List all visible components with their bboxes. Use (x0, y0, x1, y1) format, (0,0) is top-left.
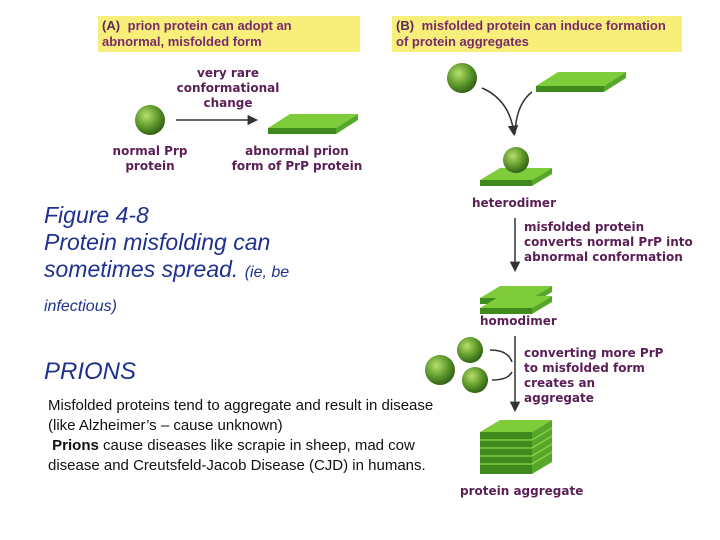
panel-a-header: (A) prion protein can adopt an abnormal,… (98, 16, 360, 52)
caption-line-3: sometimes spread. (44, 256, 239, 282)
prions-heading: PRIONS (44, 358, 137, 385)
homodimer-label: homodimer (480, 314, 557, 328)
caption-aside-1: (ie, be (244, 264, 290, 281)
caption-aside-2: infectious) (44, 298, 117, 315)
normal-prp-label: normal Prp protein (112, 144, 188, 173)
panel-b-sheet (536, 72, 626, 92)
aggregate-label: protein aggregate (460, 484, 584, 498)
conformational-change-label: very rare conformational change (176, 66, 280, 110)
aggregate-graphic (480, 420, 553, 474)
abnormal-prion-label: abnormal prion form of PrP protein (231, 144, 363, 173)
panel-b-title: misfolded protein can induce formation o… (396, 18, 666, 49)
prions-bold-word: Prions (52, 437, 99, 454)
prions-sentence-1: Misfolded proteins tend to aggregate and… (48, 397, 434, 434)
feed-arrow-1 (489, 349, 513, 363)
abnormal-prion-sheet (268, 114, 358, 134)
panel-a-tag: (A) (102, 18, 121, 33)
panel-a-title: prion protein can adopt an abnormal, mis… (102, 18, 292, 49)
caption-line-2: Protein misfolding can (44, 229, 271, 255)
panel-b-ball (447, 63, 477, 93)
normal-prp-ball (135, 105, 165, 135)
step1-label: misfolded protein converts normal PrP in… (524, 220, 693, 264)
converge-arrow-left (481, 87, 519, 137)
homodimer-graphic (480, 286, 552, 314)
caption-line-1: Figure 4-8 (44, 202, 149, 228)
heterodimer-label: heterodimer (472, 196, 556, 210)
panel-b-header: (B) misfolded protein can induce formati… (392, 16, 682, 52)
panel-b-tag: (B) (396, 18, 415, 33)
prions-paragraph: Misfolded proteins tend to aggregate and… (48, 396, 440, 476)
converge-arrow-right (514, 91, 533, 135)
heterodimer-graphic (480, 147, 552, 186)
caption-line-3-wrap: sometimes spread. (ie, be (44, 256, 424, 286)
figure-caption: Figure 4-8 Protein misfolding can someti… (44, 202, 424, 286)
step2-label: converting more PrP to misfolded form cr… (524, 346, 664, 405)
incoming-balls (425, 337, 488, 393)
prions-sentence-2: cause diseases like scrapie in sheep, ma… (48, 437, 426, 474)
feed-arrow-2 (491, 371, 513, 381)
